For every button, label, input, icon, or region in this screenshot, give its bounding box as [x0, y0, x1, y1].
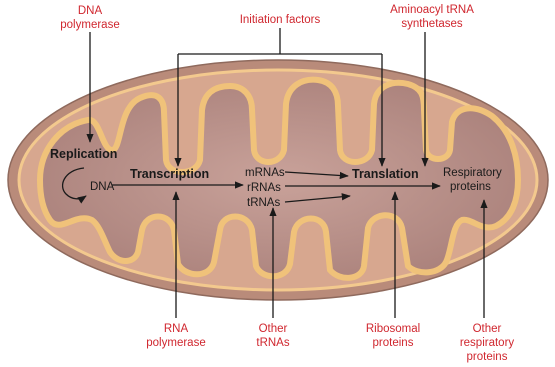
label-initiation-factors: Initiation factors: [240, 14, 321, 26]
label-trnas: tRNAs: [247, 197, 280, 209]
svg-text:Respiratory: Respiratory: [443, 167, 502, 179]
initiation-factors-bracket: [178, 28, 382, 54]
label-ribosomal-proteins: Ribosomal proteins: [366, 323, 420, 349]
label-other-respiratory-proteins: Other respiratory proteins: [460, 323, 515, 363]
label-dna: DNA: [90, 181, 115, 193]
svg-text:Other: Other: [473, 323, 502, 335]
svg-text:DNA: DNA: [78, 5, 103, 17]
svg-text:polymerase: polymerase: [146, 337, 205, 349]
label-rna-polymerase: RNA polymerase: [146, 323, 205, 349]
svg-text:Other: Other: [259, 323, 288, 335]
svg-text:Initiation factors: Initiation factors: [240, 14, 321, 26]
label-mrnas: mRNAs: [245, 167, 285, 179]
svg-text:respiratory: respiratory: [460, 337, 515, 349]
svg-text:polymerase: polymerase: [60, 19, 119, 31]
label-other-trnas: Other tRNAs: [256, 323, 289, 349]
svg-text:RNA: RNA: [164, 323, 189, 335]
svg-text:proteins: proteins: [467, 351, 508, 363]
svg-text:tRNAs: tRNAs: [256, 337, 289, 349]
svg-text:Ribosomal: Ribosomal: [366, 323, 420, 335]
svg-text:Aminoacyl tRNA: Aminoacyl tRNA: [390, 4, 474, 16]
svg-text:proteins: proteins: [373, 337, 414, 349]
label-translation: Translation: [352, 167, 419, 181]
label-replication: Replication: [50, 147, 117, 161]
svg-text:proteins: proteins: [450, 181, 491, 193]
svg-text:synthetases: synthetases: [401, 18, 463, 30]
label-aminoacyl-trna-synthetases: Aminoacyl tRNA synthetases: [390, 4, 474, 30]
label-dna-polymerase: DNA polymerase: [60, 5, 119, 31]
label-transcription: Transcription: [130, 167, 209, 181]
label-rrnas: rRNAs: [247, 182, 281, 194]
